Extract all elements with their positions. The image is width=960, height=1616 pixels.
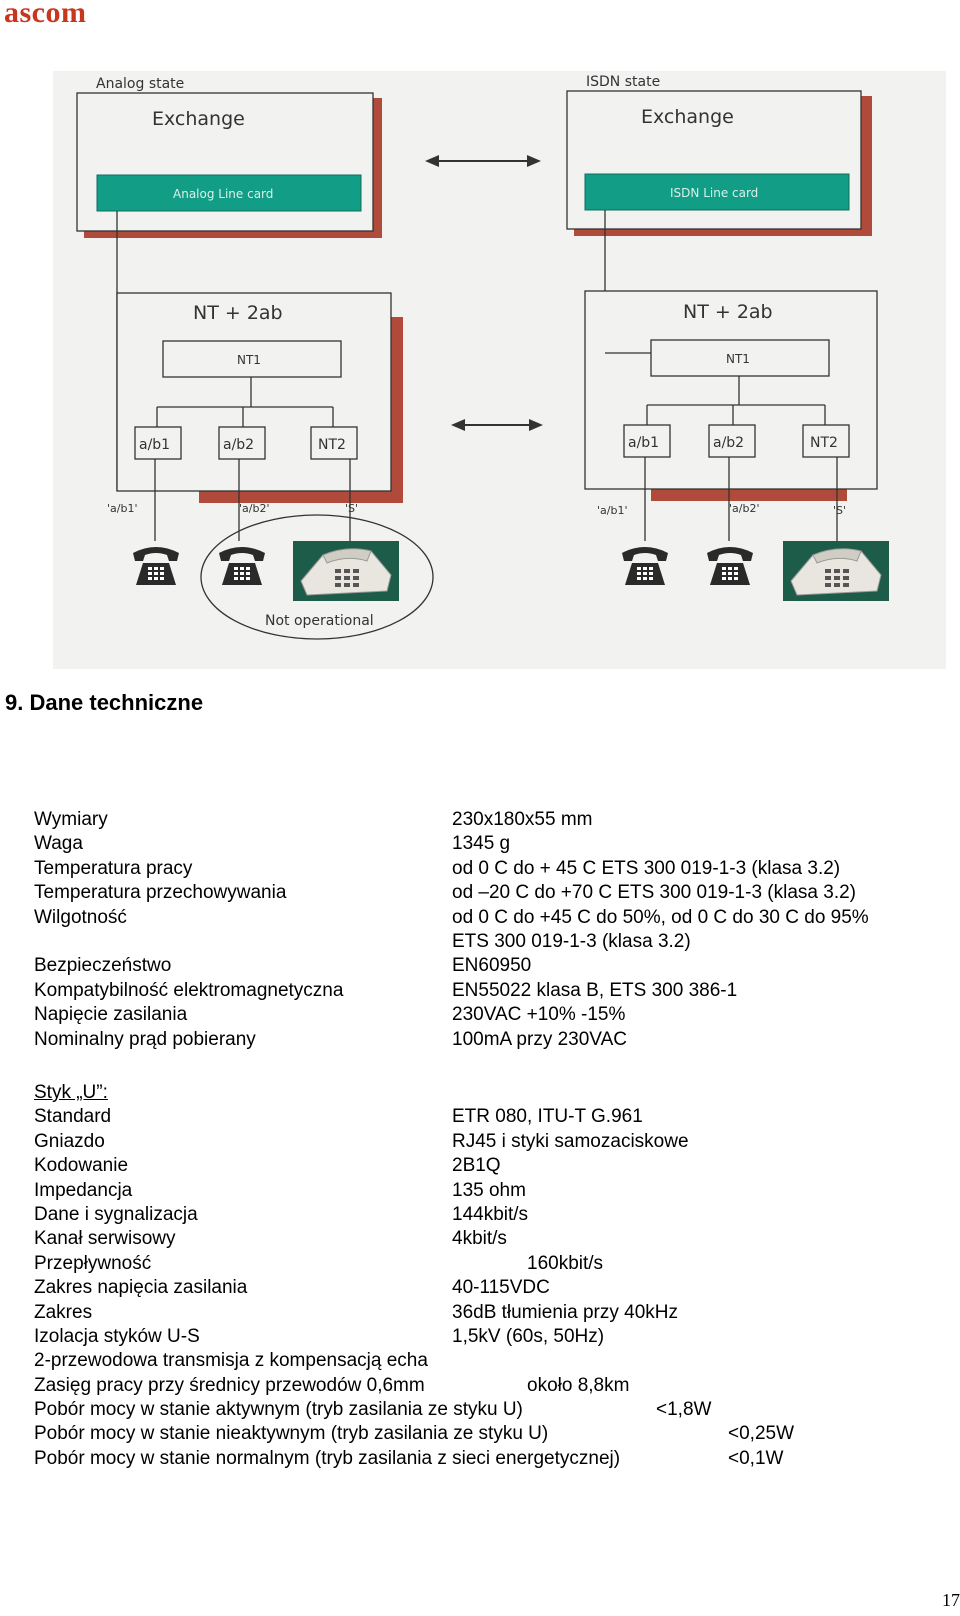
spec-value: od –20 C do +70 C ETS 300 019-1-3 (klasa… [452,882,856,904]
spec-value: 100mA przy 230VAC [452,1028,627,1050]
spec-label: Pobór mocy w stanie normalnym (tryb zasi… [34,1447,621,1469]
spec-value: około 8,8km [527,1374,630,1396]
isdn-tag-ab1: 'a/b1' [597,504,627,517]
spec-value: 36dB tłumienia przy 40kHz [452,1301,678,1323]
analog-port-ab2 [218,426,266,460]
spec-label: Temperatura pracy [34,857,193,879]
spec-label: Impedancja [34,1179,133,1201]
spec-label: Napięcie zasilania [34,1004,188,1026]
isdn-port-ab1-label: a/b1 [628,435,659,451]
isdn-phone-2-icon [707,547,753,585]
spec-value: od 0 C do +45 C do 50%, od 0 C do 30 C d… [452,906,869,928]
spec-value: 40-115VDC [452,1277,550,1299]
isdn-isdn-phone-icon [782,540,890,602]
spec-value: EN60950 [452,955,532,977]
transition-arrow-bottom-icon [451,419,543,431]
spec-value: 2B1Q [452,1155,501,1177]
not-operational-label: Not operational [265,613,374,629]
analog-tag-s: 'S' [345,502,358,515]
analog-port-ab1 [134,426,182,460]
analog-tag-ab2: 'a/b2' [239,502,269,515]
spec-value: 1345 g [452,833,511,855]
isdn-port-ab1 [623,424,671,458]
analog-port-nt2-label: NT2 [318,437,346,453]
isdn-line-card-label: ISDN Line card [670,186,758,200]
spec-label: Bezpieczeństwo [34,955,172,977]
ascom-logo: ascom [4,0,87,29]
analog-exchange-label: Exchange [152,108,245,130]
not-operational-ellipse [200,514,434,640]
analog-tag-ab1: 'a/b1' [107,502,137,515]
analog-line-card-label: Analog Line card [173,187,273,201]
isdn-migration-diagram: Analog state Exchange Analog Line card N… [53,71,946,669]
spec-label: Zakres [34,1301,93,1323]
spec-label: Gniazdo [34,1130,105,1152]
spec-value: od 0 C do + 45 C ETS 300 019-1-3 (klasa … [452,857,841,879]
spec-value: <0,1W [728,1447,784,1469]
analog-port-nt2 [310,426,358,460]
analog-isdn-phone-icon [292,540,400,602]
isdn-tag-ab2: 'a/b2' [729,502,759,515]
analog-port-ab2-label: a/b2 [223,437,254,453]
spec-label: Wilgotność [34,906,127,928]
spec-label: 2-przewodowa transmisja z kompensacją ec… [34,1350,428,1372]
isdn-line-card [584,173,850,211]
isdn-nt-label: NT + 2ab [683,301,773,323]
spec-value: RJ45 i styki samozaciskowe [452,1130,689,1152]
spec-value: 135 ohm [452,1179,526,1201]
isdn-phone-1-icon [622,547,668,585]
spec-value: 230x180x55 mm [452,809,593,830]
spec-value: 1,5kV (60s, 50Hz) [452,1325,605,1347]
analog-nt1-box [162,340,342,378]
spec-value: 160kbit/s [527,1252,604,1274]
isdn-tag-s: 'S' [833,504,846,517]
diagram-svg: Analog state Exchange Analog Line card N… [76,74,890,640]
spec-value: 144kbit/s [452,1203,529,1225]
spec-value-continued: ETS 300 019-1-3 (klasa 3.2) [452,930,691,952]
spec-label: Temperatura przechowywania [34,882,287,904]
section-title: 9. Dane techniczne [5,690,204,715]
spec-label: Kompatybilność elektromagnetyczna [34,979,344,1001]
isdn-port-ab2 [708,424,756,458]
page-number: 17 [942,1590,960,1610]
isdn-state-label: ISDN state [586,74,660,90]
spec-label: Przepływność [34,1252,152,1274]
analog-line-card [96,174,362,212]
spec-label: Waga [34,833,83,855]
spec-label: Standard [34,1106,112,1128]
spec-value: 230VAC +10% -15% [452,1004,626,1026]
isdn-port-ab2-label: a/b2 [713,435,744,451]
isdn-state-group: ISDN state Exchange ISDN Line card NT + … [566,74,890,602]
isdn-nt1-box [650,339,830,377]
analog-state-group: Analog state Exchange Analog Line card N… [76,76,434,640]
spec-label: Dane i sygnalizacja [34,1203,198,1225]
spec-value: <0,25W [728,1423,795,1445]
analog-nt-label: NT + 2ab [193,302,283,324]
isdn-nt1-label: NT1 [726,352,750,366]
spec-label: Nominalny prąd pobierany [34,1028,256,1050]
analog-phone-1-icon [133,547,179,585]
spec-label: Izolacja styków U-S [34,1325,200,1347]
analog-nt1-label: NT1 [237,353,261,367]
spec-label: Zakres napięcia zasilania [34,1277,248,1299]
analog-port-ab1-label: a/b1 [139,437,170,453]
spec-label: Pobór mocy w stanie aktywnym (tryb zasil… [34,1399,523,1421]
spec-value: ETR 080, ITU-T G.961 [452,1106,643,1128]
spec-label: Pobór mocy w stanie nieaktywnym (tryb za… [34,1423,549,1445]
spec-label: Kanał serwisowy [34,1228,176,1250]
isdn-exchange-label: Exchange [641,106,734,128]
spec-label: Kodowanie [34,1155,129,1177]
spec-value: <1,8W [656,1399,712,1421]
analog-state-label: Analog state [96,76,184,92]
transition-arrow-top-icon [425,155,541,167]
spec-label: Wymiary [34,809,108,830]
spec-value: 4kbit/s [452,1228,507,1250]
isdn-port-nt2 [802,424,850,458]
spec-label: Zasięg pracy przy średnicy przewodów 0,6… [34,1374,425,1396]
spec-value: EN55022 klasa B, ETS 300 386-1 [452,979,738,1001]
analog-phone-2-icon [219,547,265,585]
u-interface-heading: Styk „U”: [34,1082,108,1103]
isdn-port-nt2-label: NT2 [810,435,838,451]
